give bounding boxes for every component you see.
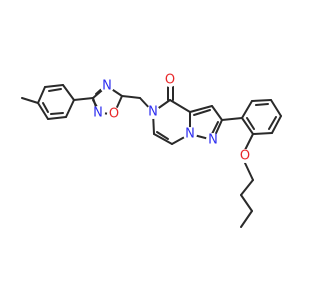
bond: [270, 99, 282, 117]
structure-drawing: N O N N O N N: [21, 73, 282, 228]
atom-n-oxadiazole-a-label: N: [102, 79, 112, 94]
bond: [251, 99, 272, 102]
bond: [73, 97, 94, 101]
atom-n-pyrazole-2: N: [206, 133, 220, 148]
bond: [169, 99, 191, 113]
bond: [121, 95, 141, 99]
atom-label-layer: N O N N O N N: [91, 73, 252, 164]
bond: [221, 117, 243, 121]
bond: [156, 131, 169, 140]
bond: [255, 103, 269, 106]
bond: [92, 99, 98, 108]
bond: [50, 112, 64, 115]
atom-o-carbonyl-label: O: [165, 73, 175, 88]
bond: [252, 132, 273, 135]
bond: [65, 99, 75, 118]
atom-n-pyrazole-1-label: N: [185, 127, 195, 142]
atom-n-lactam: N: [146, 105, 160, 120]
bond: [240, 179, 254, 196]
bond: [246, 117, 255, 130]
bond: [240, 210, 253, 228]
bond: [48, 88, 62, 92]
atom-o-ether: O: [238, 149, 252, 164]
atom-n-pyrazole-1: N: [183, 127, 197, 142]
atom-n-oxadiazole-a: N: [100, 79, 114, 94]
bond: [153, 133, 173, 145]
bond: [42, 102, 49, 113]
bond: [21, 97, 39, 104]
bond: [37, 86, 46, 104]
atom-o-oxadiazole: O: [107, 107, 121, 122]
bond: [44, 84, 64, 88]
bond: [47, 116, 67, 120]
bond: [62, 84, 75, 101]
molecule-diagram: N O N N O N N: [21, 73, 282, 228]
atom-n-lactam-label: N: [148, 105, 158, 120]
bond: [37, 102, 49, 120]
bond: [211, 105, 223, 121]
bond: [189, 105, 213, 113]
atom-o-ether-label: O: [240, 149, 250, 164]
atom-o-carbonyl: O: [163, 73, 177, 88]
atom-n-oxadiazole-b: N: [91, 106, 105, 121]
atom-n-oxadiazole-b-label: N: [93, 106, 103, 121]
bond: [241, 100, 253, 119]
bond: [244, 133, 254, 151]
bond: [244, 162, 254, 181]
bond: [240, 194, 253, 212]
bond: [271, 115, 282, 134]
atom-o-oxadiazole-label: O: [109, 107, 119, 122]
bond: [193, 109, 211, 116]
bond: [268, 116, 277, 130]
bond: [241, 117, 254, 135]
atom-n-pyrazole-2-label: N: [208, 133, 218, 148]
